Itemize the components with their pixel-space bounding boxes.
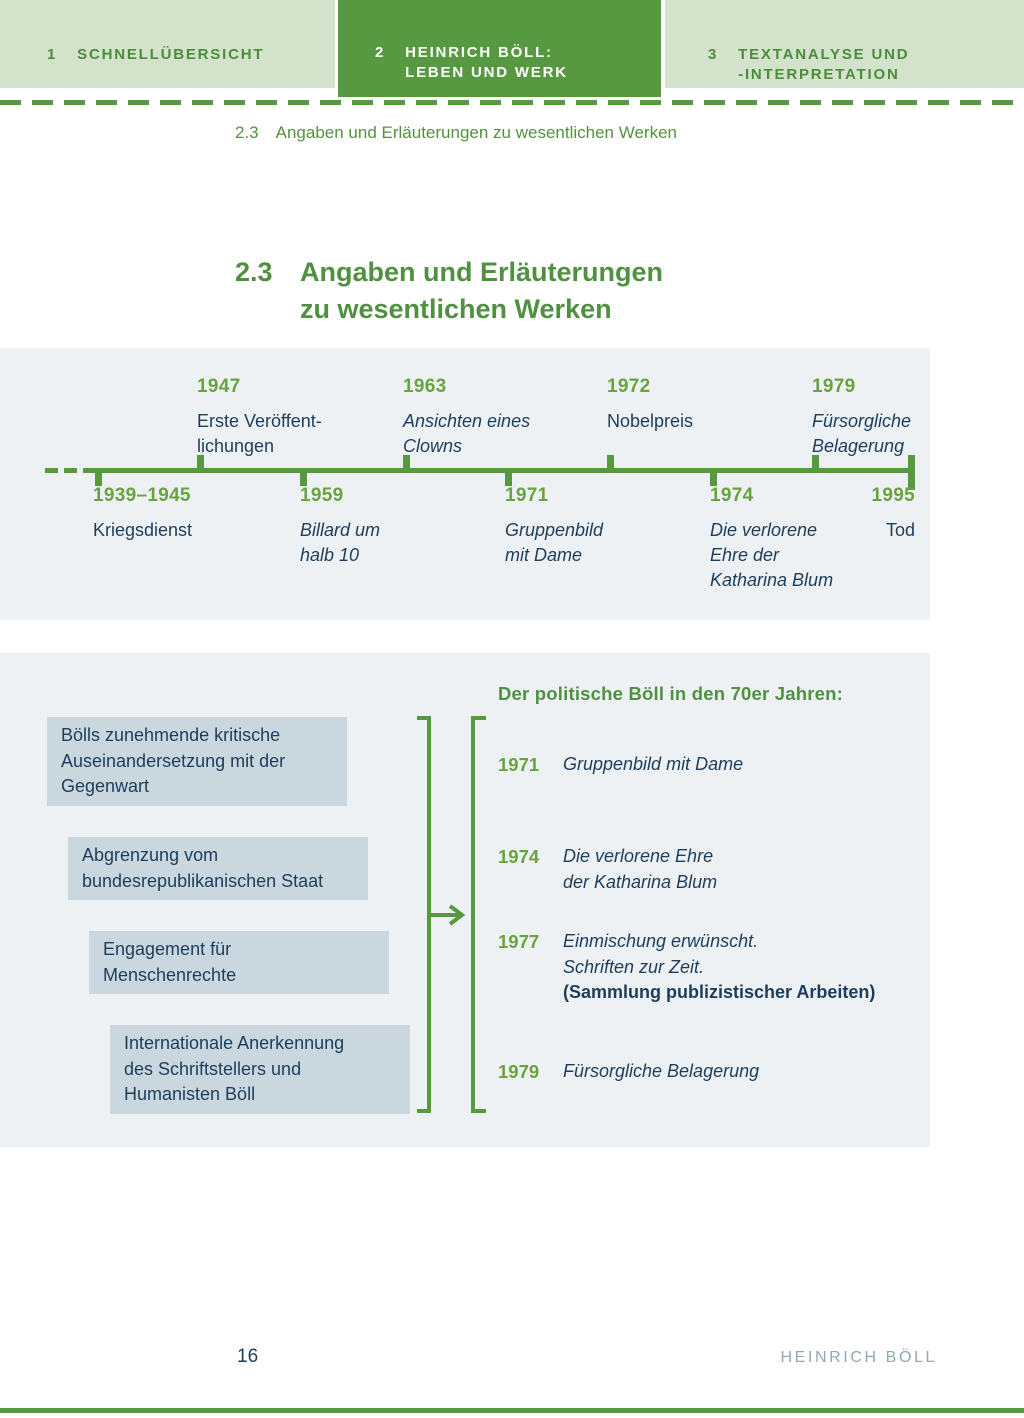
statement-box: Abgrenzung vom bundesrepublikanischen St… [68,837,368,900]
bottom-rule [0,1408,1024,1413]
work-title: Fürsorgliche Belagerung [563,1059,759,1085]
work-title-line: Einmischung erwünscht. [563,931,759,951]
page-title-number: 2.3 [235,257,273,287]
work-title-line: Gruppenbild mit Dame [563,754,744,774]
timeline-tick [403,455,410,468]
timeline-title: Tod [885,520,915,540]
timeline-tick [300,473,307,486]
work-year: 1979 [498,1061,540,1082]
timeline-year: 1963 [403,376,447,397]
page-title: 2.3 Angaben und Erläuterungen zu wesentl… [235,254,663,328]
timeline-year: 1979 [812,376,856,397]
arrow-right-icon [429,904,466,926]
timeline-tick [812,455,819,468]
timeline-tick [710,473,717,486]
dashed-divider [0,100,1024,105]
timeline-title: Nobelpreis [607,411,694,431]
tab-label: SCHNELLÜBERSICHT [77,46,265,63]
timeline-title: Ansichten eines Clowns [403,411,531,456]
timeline-tick [197,455,204,468]
work-title-line: Die verlorene Ehre [563,846,714,866]
page-title-text: Angaben und Erläuterungen zu wesentliche… [300,257,664,324]
work-title-line: Schriften zur Zeit. [563,956,705,977]
right-bracket [471,716,475,1113]
tab-number: 1 [47,46,58,63]
work-year: 1977 [498,931,540,952]
work-title: Die verlorene Ehre der Katharina Blum [563,844,717,895]
left-bracket-cap [417,716,431,720]
timeline-year: 1959 [300,485,344,506]
tab-label: TEXTANALYSE UND -INTERPRETATION [738,46,910,83]
timeline-endcap [908,455,915,490]
timeline-year: 1995 [871,485,915,506]
work-title-line: Fürsorgliche Belagerung [563,1061,760,1081]
timeline-year: 1971 [505,485,549,506]
work-title: Gruppenbild mit Dame [563,752,743,778]
statement-box: Bölls zunehmende kritische Auseinanderse… [47,717,347,806]
tab-chapter-2[interactable]: 2 HEINRICH BÖLL: LEBEN UND WERK [338,0,661,97]
work-year: 1974 [498,846,540,867]
timeline-title: Erste Veröffent- lichungen [197,411,322,456]
timeline-tick [505,473,512,486]
breadcrumb-text: Angaben und Erläuterungen zu wesentliche… [275,123,677,142]
work-title-line: der Katharina Blum [563,871,718,892]
timeline-axis [83,468,915,473]
work-title: Einmischung erwünscht. Schriften zur Zeit… [563,929,875,1006]
list-heading: Der politische Böll in den 70er Jahren: [498,683,844,704]
timeline-tick [607,455,614,468]
tab-label: HEINRICH BÖLL: LEBEN UND WERK [405,44,568,81]
timeline-title: Fürsorgliche Belagerung [812,411,912,456]
tab-number: 3 [708,46,719,63]
timeline-year: 1974 [710,485,754,506]
right-bracket-cap [471,716,486,720]
page-number: 16 [237,1346,259,1367]
right-bracket-cap [471,1109,486,1113]
tab-chapter-1[interactable]: 1 SCHNELLÜBERSICHT [0,0,335,88]
chapter-tabs: 1 SCHNELLÜBERSICHT 2 HEINRICH BÖLL: LEBEN U… [0,0,1024,97]
timeline-tick [95,473,102,486]
work-title-line: (Sammlung publizistischer Arbeiten) [563,982,876,1002]
timeline-title: Gruppenbild mit Dame [505,520,604,565]
statement-box: Internationale Anerkennung des Schriftst… [110,1025,410,1114]
work-year: 1971 [498,754,540,775]
tab-number: 2 [375,44,386,61]
timeline-dash [64,468,77,473]
timeline-title: Die verlorene Ehre der Katharina Blum [710,520,834,590]
breadcrumb: 2.3 Angaben und Erläuterungen zu wesentli… [235,123,677,143]
diagram-panel: Der politische Böll in den 70er Jahren: … [0,653,930,1147]
timeline-year: 1947 [197,376,241,397]
work-list-item: 1979 Fürsorgliche Belagerung [498,1059,759,1085]
breadcrumb-number: 2.3 [235,123,259,142]
left-bracket-cap [417,1109,431,1113]
tab-chapter-3[interactable]: 3 TEXTANALYSE UND -INTERPRETATION [665,0,1024,88]
timeline-title: Kriegsdienst [93,520,193,540]
timeline-dash [45,468,58,473]
statement-box: Engagement für Menschenrechte [89,931,389,994]
work-list-item: 1971 Gruppenbild mit Dame [498,752,743,778]
timeline-title: Billard um halb 10 [300,520,381,565]
work-list-item: 1974 Die verlorene Ehre der Katharina Blum [498,844,717,895]
timeline-year: 1939–1945 [93,485,191,506]
work-list-item: 1977 Einmischung erwünscht. Schriften zur … [498,929,875,1006]
timeline-year: 1972 [607,376,651,397]
running-title: HEINRICH BÖLL [780,1349,937,1366]
